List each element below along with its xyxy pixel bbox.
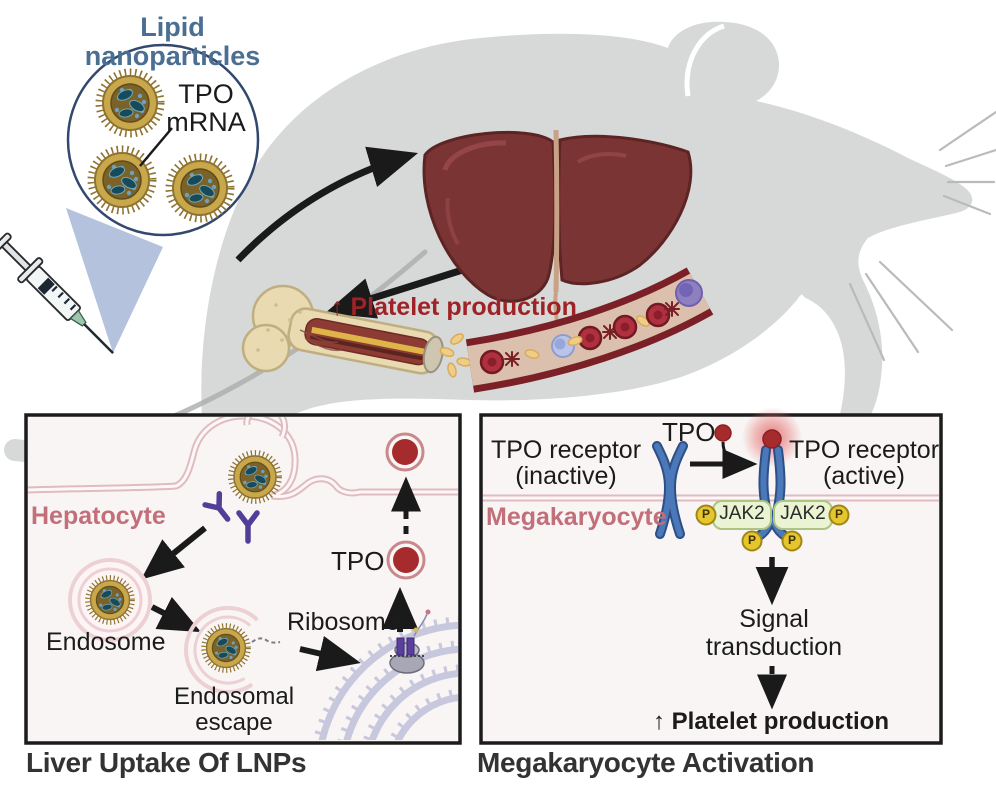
tpo-ligand-dot — [714, 424, 732, 442]
tpo-label-left: TPO — [331, 546, 385, 576]
left-panel — [24, 413, 462, 745]
bone-speckles — [256, 303, 302, 352]
lnp-callout-circle — [66, 43, 260, 237]
lipid-nanoparticles-label: Lipid nanoparticles — [84, 12, 261, 72]
tpo-mrna-label: TPO mRNA — [166, 79, 246, 138]
megakaryocyte-label: Megakaryocyte — [486, 503, 667, 531]
arrow-to-escape — [150, 596, 202, 633]
tpo-label-right: TPO — [662, 417, 716, 447]
arrow-to-ribosome — [299, 636, 361, 672]
magnifier-beam — [66, 208, 163, 353]
tpo-protein-secreted — [385, 432, 425, 472]
endosomal-escape-icon — [184, 606, 281, 694]
platelet-production-label: ↑ Platelet production — [331, 293, 577, 321]
jak2-label-left: JAK2 — [719, 503, 765, 524]
right-panel-title: Megakaryocyte Activation — [477, 747, 815, 778]
ribosome-label: Ribosome — [287, 608, 400, 636]
receptor-y-icons — [202, 491, 260, 544]
hepatocyte-membrane — [28, 417, 458, 501]
endosome-icon — [68, 558, 152, 642]
tpo-protein — [386, 540, 426, 580]
liver-icon — [422, 129, 693, 335]
arrow-to-endosome — [140, 525, 207, 580]
tpo-receptor-active-label: TPO receptor (active) — [788, 436, 940, 491]
syringe-icon — [0, 232, 114, 354]
jak2-complex — [695, 500, 850, 552]
endosome-label: Endosome — [46, 628, 166, 656]
phosphate-label: P — [701, 507, 710, 521]
bone-icon — [241, 284, 444, 375]
right-panel — [479, 407, 943, 745]
endosomal-escape-label: Endosomal escape — [173, 683, 295, 737]
hepatocyte-label: Hepatocyte — [31, 502, 166, 530]
jak2-label-right: JAK2 — [780, 503, 826, 524]
foreleg-line — [798, 294, 835, 403]
phosphate-label: P — [787, 533, 796, 547]
tpo-ligand-bound — [762, 429, 782, 449]
tpo-mrna-pointer — [139, 127, 173, 167]
phosphate-label: P — [834, 507, 843, 521]
whiskers — [848, 110, 996, 362]
tpo-receptor-inactive-label: TPO receptor (inactive) — [490, 436, 642, 491]
arrow-lnp-to-liver — [235, 146, 419, 263]
signal-transduction-label: Signal transduction — [705, 605, 843, 661]
left-panel-title: Liver Uptake Of LNPs — [26, 747, 307, 778]
phosphate-label: P — [747, 533, 756, 547]
platelet-production-label-right: ↑ Platelet production — [652, 708, 889, 735]
blood-vessel — [465, 267, 714, 393]
ribosome-icon — [389, 609, 431, 674]
ear-notch — [684, 23, 725, 97]
tpo-receptor-inactive-icon — [652, 441, 688, 539]
